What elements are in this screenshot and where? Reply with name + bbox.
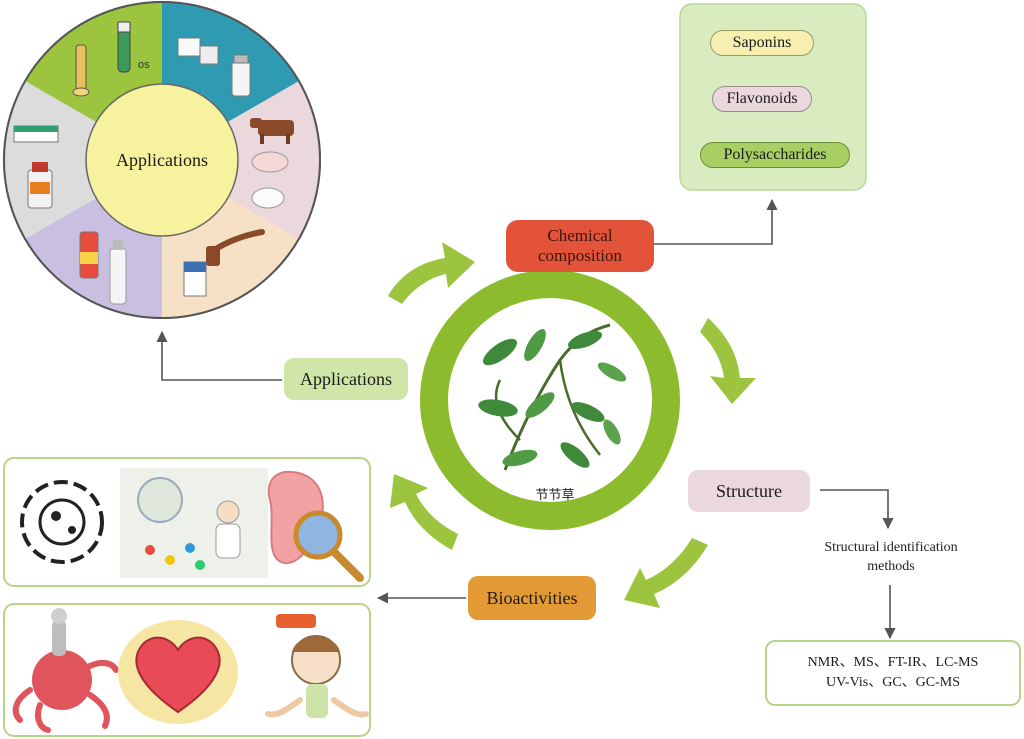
stomach-magnifier-icon bbox=[267, 470, 364, 582]
wheel-center bbox=[85, 83, 239, 237]
chemical-composition-box[interactable]: Chemical composition bbox=[506, 220, 654, 272]
doctor-pills-icon bbox=[120, 468, 268, 578]
applications-box[interactable]: Applications bbox=[284, 358, 408, 400]
structure-box[interactable]: Structure bbox=[688, 470, 810, 512]
bioactivities-box[interactable]: Bioactivities bbox=[468, 576, 596, 620]
heart-icon bbox=[118, 620, 238, 724]
test-tube-tag: os bbox=[138, 59, 150, 71]
chem-item-saponins[interactable]: Saponins bbox=[710, 30, 814, 56]
methods-box: NMR、MS、FT-IR、LC-MS UV-Vis、GC、GC-MS bbox=[765, 640, 1021, 706]
headache-girl-icon bbox=[265, 614, 369, 718]
connector-chemical-to-panel bbox=[654, 198, 778, 245]
structural-methods-title: Structural identification methods bbox=[824, 540, 958, 574]
cow-icon bbox=[250, 118, 294, 144]
chem-item-flavonoids[interactable]: Flavonoids bbox=[712, 86, 812, 112]
cycle-arrow-to-structure bbox=[700, 318, 756, 404]
methods-line-2: UV-Vis、GC、GC-MS bbox=[826, 675, 960, 690]
cigarette-pack-icon bbox=[183, 261, 207, 297]
cancer-cell-icon bbox=[12, 608, 119, 733]
test-tube-icon bbox=[117, 21, 131, 73]
cycle-arrow-to-chemical bbox=[388, 242, 475, 304]
pill-box-icon bbox=[13, 125, 59, 143]
pump-bottle-icon bbox=[109, 240, 127, 305]
methods-line-1: NMR、MS、FT-IR、LC-MS bbox=[807, 655, 979, 670]
chem-item-polysaccharides[interactable]: Polysaccharides bbox=[700, 142, 850, 168]
plant-illustration bbox=[478, 323, 627, 471]
sheep-icon bbox=[251, 187, 285, 209]
virus-icon bbox=[20, 480, 104, 564]
cosmetic-boxes-icon bbox=[177, 37, 219, 65]
dropper-bottle-icon bbox=[72, 44, 90, 97]
pig-icon bbox=[251, 151, 289, 173]
connector-applications-to-wheel bbox=[156, 330, 282, 381]
cream-tube-icon bbox=[79, 231, 99, 279]
plant-caption: 节节草 bbox=[535, 488, 575, 503]
syrup-bottle-icon bbox=[27, 162, 53, 209]
cycle-arrow-to-bioactivities bbox=[624, 538, 708, 608]
pipe-icon bbox=[206, 229, 265, 266]
cycle-arrow-to-bioactivity-panel bbox=[390, 474, 458, 550]
connector-structure-to-methods bbox=[820, 489, 894, 530]
medicine-bottle-icon bbox=[231, 54, 251, 97]
wheel-center-label: Applications bbox=[116, 149, 208, 170]
applications-wheel bbox=[3, 1, 321, 319]
